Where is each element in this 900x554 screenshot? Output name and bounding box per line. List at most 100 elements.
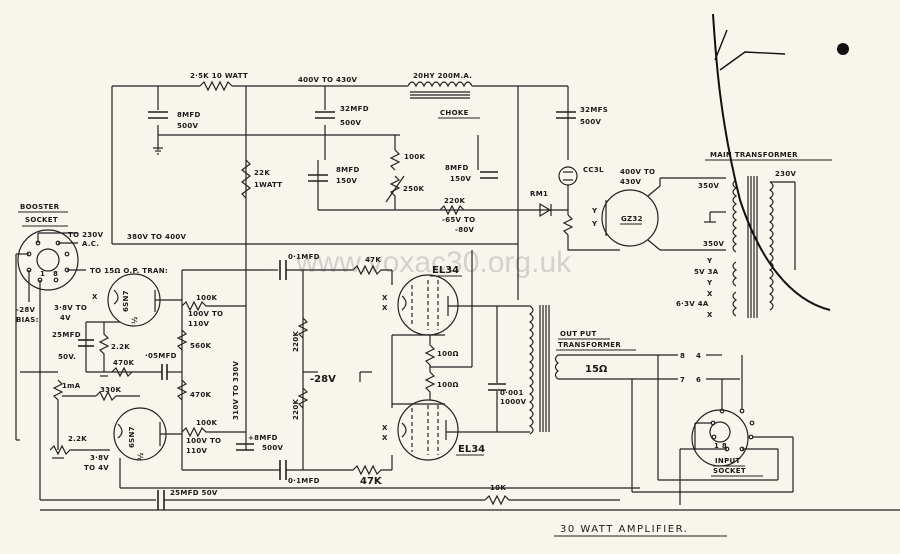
svg-text:MAIN TRANSFORMER: MAIN TRANSFORMER <box>710 151 798 159</box>
svg-text:½: ½ <box>137 452 145 460</box>
svg-text:47K: 47K <box>365 256 381 264</box>
dropper-resistor-symbol <box>199 80 233 92</box>
svg-text:BOOSTER: BOOSTER <box>20 203 60 211</box>
svg-text:470K: 470K <box>113 359 135 367</box>
svg-text:25MFD 50V: 25MFD 50V <box>170 489 218 497</box>
svg-text:25MFD: 25MFD <box>52 331 81 339</box>
svg-text:GZ32: GZ32 <box>621 215 643 223</box>
svg-text:BIAS:: BIAS: <box>16 316 39 324</box>
main-transformer: MAIN TRANSFORMER 350V 350V 230V Y 5V 3A … <box>676 151 832 319</box>
svg-text:150V: 150V <box>336 177 358 185</box>
svg-text:0·1MFD: 0·1MFD <box>288 477 320 485</box>
svg-text:400V TO: 400V TO <box>620 168 655 176</box>
filter-capacitor-2: 32MFD 500V <box>315 105 369 127</box>
svg-text:250K: 250K <box>403 185 425 193</box>
svg-text:350V: 350V <box>698 182 720 190</box>
svg-text:·05MFD: ·05MFD <box>145 352 177 360</box>
snubber-capacitor: 0·001 1000V <box>488 306 527 432</box>
svg-text:330K: 330K <box>100 386 122 394</box>
preamp-tube-top: 6SN7 ½ X 3·8V TO 4V <box>54 273 161 327</box>
svg-text:X: X <box>92 293 98 301</box>
svg-text:10K: 10K <box>490 484 506 492</box>
svg-text:1mA: 1mA <box>62 382 81 390</box>
svg-text:6SN7: 6SN7 <box>122 290 130 312</box>
svg-text:A.C.: A.C. <box>82 240 99 248</box>
svg-text:-28V: -28V <box>16 306 36 314</box>
filter-capacitor-3: 32MFS 500V <box>556 106 608 126</box>
svg-text:8MFD: 8MFD <box>177 111 201 119</box>
input-socket[interactable]: 1 8 INPUT SOCKET <box>632 355 794 505</box>
svg-text:SOCKET: SOCKET <box>25 216 58 224</box>
choke-label: CHOKE <box>440 109 469 117</box>
svg-text:-80V: -80V <box>455 226 475 234</box>
svg-text:470K: 470K <box>190 391 212 399</box>
svg-text:Y: Y <box>591 207 598 215</box>
booster-socket[interactable]: BOOSTER SOCKET 1 8 TO 230V A.C. TO 15Ω O… <box>15 203 168 500</box>
ht-rail <box>111 80 569 300</box>
svg-text:SOCKET: SOCKET <box>713 467 746 475</box>
svg-text:TO 4V: TO 4V <box>84 464 109 472</box>
svg-text:100K: 100K <box>196 294 218 302</box>
svg-text:100V TO: 100V TO <box>186 437 221 445</box>
svg-text:TO 230V: TO 230V <box>68 231 104 239</box>
svg-text:110V: 110V <box>186 447 208 455</box>
svg-text:8MFD: 8MFD <box>336 166 360 174</box>
b-plus-voltage-label: 400V TO 430V <box>298 76 358 84</box>
svg-text:3·8V: 3·8V <box>90 454 109 462</box>
svg-text:6: 6 <box>696 376 701 384</box>
mains-cord <box>712 13 831 311</box>
choke-rating-label: 20HY 200M.A. <box>413 72 472 80</box>
svg-text:1000V: 1000V <box>500 398 527 406</box>
svg-text:350V: 350V <box>703 240 725 248</box>
svg-text:OUT PUT: OUT PUT <box>560 330 597 338</box>
svg-text:100V TO: 100V TO <box>188 310 223 318</box>
svg-text:0·1MFD: 0·1MFD <box>288 253 320 261</box>
preamp-cathode-network: 25MFD 50V. 2.2K 470K ·05MFD <box>52 321 182 380</box>
svg-text:500V: 500V <box>580 118 602 126</box>
svg-text:220K: 220K <box>292 330 300 352</box>
svg-text:2.2K: 2.2K <box>111 343 130 351</box>
svg-text:Y: Y <box>591 220 598 228</box>
preamp-plate-network: 100K 100V TO 110V 560K 470K 100K 100V TO… <box>155 244 284 471</box>
svg-text:CC3L: CC3L <box>583 166 604 174</box>
dropper-resistor-label: 2·5K 10 WATT <box>190 72 248 80</box>
svg-text:500V: 500V <box>177 122 199 130</box>
svg-text:220K: 220K <box>444 197 466 205</box>
svg-text:2.2K: 2.2K <box>68 435 87 443</box>
svg-text:TRANSFORMER: TRANSFORMER <box>558 341 621 349</box>
svg-text:8: 8 <box>53 270 58 278</box>
svg-text:6·3V 4A: 6·3V 4A <box>676 300 709 308</box>
svg-text:15Ω: 15Ω <box>585 364 608 375</box>
svg-text:4V: 4V <box>60 314 71 322</box>
svg-text:X: X <box>707 311 713 319</box>
svg-text:+8MFD: +8MFD <box>248 434 278 442</box>
screen-resistors: 100Ω 100Ω <box>391 250 473 408</box>
svg-text:7: 7 <box>680 376 685 384</box>
svg-text:8: 8 <box>680 352 685 360</box>
svg-text:X: X <box>382 434 388 442</box>
svg-text:Y: Y <box>706 257 713 265</box>
watermark: www.voxac30.org.uk <box>295 246 572 279</box>
svg-text:0·001: 0·001 <box>500 389 524 397</box>
svg-text:X: X <box>382 304 388 312</box>
svg-text:500V: 500V <box>340 119 362 127</box>
preamp-tube-bottom: 6SN7 ½ 2.2K 3·8V TO 4V <box>49 407 640 489</box>
svg-text:RM1: RM1 <box>530 190 548 198</box>
svg-text:22K: 22K <box>254 169 270 177</box>
svg-text:4: 4 <box>696 352 701 360</box>
svg-text:8MFD: 8MFD <box>445 164 469 172</box>
svg-text:110V: 110V <box>188 320 210 328</box>
power-tube-bottom: EL34 X X <box>382 399 530 461</box>
svg-text:3·8V TO: 3·8V TO <box>54 304 87 312</box>
choke-symbol <box>407 81 473 88</box>
svg-text:100K: 100K <box>404 153 426 161</box>
svg-text:560K: 560K <box>190 342 212 350</box>
bleeder-resistor: 22K 1WATT <box>241 159 282 199</box>
svg-text:500V: 500V <box>262 444 284 452</box>
svg-text:Y: Y <box>706 279 713 287</box>
svg-text:50V.: 50V. <box>58 353 76 361</box>
svg-text:TO 15Ω O.P. TRAN:: TO 15Ω O.P. TRAN: <box>90 267 168 275</box>
svg-text:100Ω: 100Ω <box>437 350 459 358</box>
